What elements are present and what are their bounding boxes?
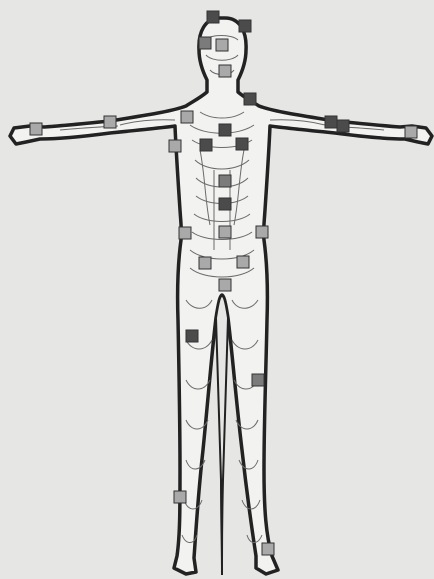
marker-upper-arm-right	[337, 120, 349, 132]
marker-head-left-side	[199, 37, 211, 49]
marker-ankle-right	[262, 543, 274, 555]
marker-neck-right	[244, 93, 256, 105]
marker-groin-right	[237, 256, 249, 268]
marker-waist-right	[256, 226, 268, 238]
marker-shoulder-left	[181, 111, 193, 123]
marker-groin-left	[199, 257, 211, 269]
marker-face	[216, 39, 228, 51]
marker-waist-left	[179, 227, 191, 239]
marker-chest-right	[236, 138, 248, 150]
marker-chest-upper	[219, 124, 231, 136]
marker-head-right-side	[239, 20, 251, 32]
marker-upper-arm-left	[104, 116, 116, 128]
marker-wrist-right	[405, 126, 417, 138]
marker-shoulder-right	[325, 116, 337, 128]
marker-chin	[219, 65, 231, 77]
marker-pubis	[219, 279, 231, 291]
marker-chest-left	[200, 139, 212, 151]
body-silhouette	[10, 18, 432, 575]
marker-abdomen-middle	[219, 198, 231, 210]
leg-gap	[216, 296, 228, 575]
marker-armpit-left	[169, 140, 181, 152]
marker-abdomen-upper	[219, 175, 231, 187]
marker-head-top	[207, 11, 219, 23]
marker-abdomen-lower	[219, 226, 231, 238]
marker-wrist-left	[30, 123, 42, 135]
marker-knee-right	[252, 374, 264, 386]
marker-thigh-left	[186, 330, 198, 342]
marker-shin-left	[174, 491, 186, 503]
